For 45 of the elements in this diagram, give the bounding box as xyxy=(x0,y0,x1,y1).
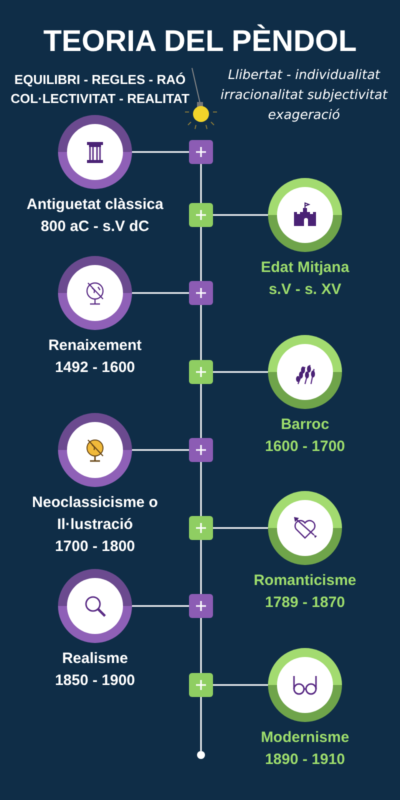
timeline-line xyxy=(213,684,268,686)
date-range: 1492 - 1600 xyxy=(54,358,136,378)
timeline-marker xyxy=(189,360,213,384)
date-range: 1600 - 1700 xyxy=(264,437,346,457)
timeline-end-dot xyxy=(197,751,205,759)
keyword-line: COL·LECTIVITAT - REALITAT xyxy=(10,91,190,106)
date-range: 800 aC - s.V dC xyxy=(40,217,150,237)
timeline-line xyxy=(200,697,202,751)
date-range: 1789 - 1870 xyxy=(264,593,346,613)
timeline-marker xyxy=(189,203,213,227)
period-name: Romanticisme xyxy=(252,571,358,591)
date-range: 1850 - 1900 xyxy=(54,671,136,691)
timeline-marker xyxy=(189,140,213,164)
period-name: Edat Mitjana xyxy=(260,258,350,278)
timeline-marker xyxy=(189,438,213,462)
timeline-line xyxy=(132,292,189,294)
timeline-line xyxy=(200,305,202,360)
period-name: Barroc xyxy=(280,415,330,435)
timeline-marker xyxy=(189,594,213,618)
period-name: Renaixement xyxy=(47,336,143,356)
keyword-list: Llibertat - individualitat irracionalitat subjectivitat exageració xyxy=(212,66,396,126)
date-range: 1700 - 1800 xyxy=(54,537,136,557)
timeline-marker xyxy=(189,673,213,697)
timeline-line xyxy=(132,449,189,451)
date-range: 1890 - 1910 xyxy=(264,750,346,770)
timeline-line xyxy=(200,618,202,673)
timeline-line xyxy=(132,605,189,607)
timeline-line xyxy=(200,227,202,281)
period-name: Realisme xyxy=(61,649,129,669)
title: TEORIA DEL PÈNDOL xyxy=(42,23,358,60)
timeline-line xyxy=(200,540,202,594)
timeline-marker xyxy=(189,281,213,305)
timeline-line xyxy=(213,527,268,529)
period-name: Modernisme xyxy=(260,728,350,748)
period-name: Neoclassicisme o Il·lustració xyxy=(31,493,159,535)
timeline-line xyxy=(200,384,202,438)
keyword-line: EQUILIBRI - REGLES - RAÓ xyxy=(13,72,187,87)
timeline-line xyxy=(213,371,268,373)
date-range: s.V - s. XV xyxy=(268,280,342,300)
period-name: Antiguetat clàssica xyxy=(26,195,164,215)
timeline-line xyxy=(213,214,268,216)
timeline-line xyxy=(200,164,202,203)
timeline-line xyxy=(132,151,189,153)
timeline-marker xyxy=(189,516,213,540)
timeline-line xyxy=(200,462,202,516)
